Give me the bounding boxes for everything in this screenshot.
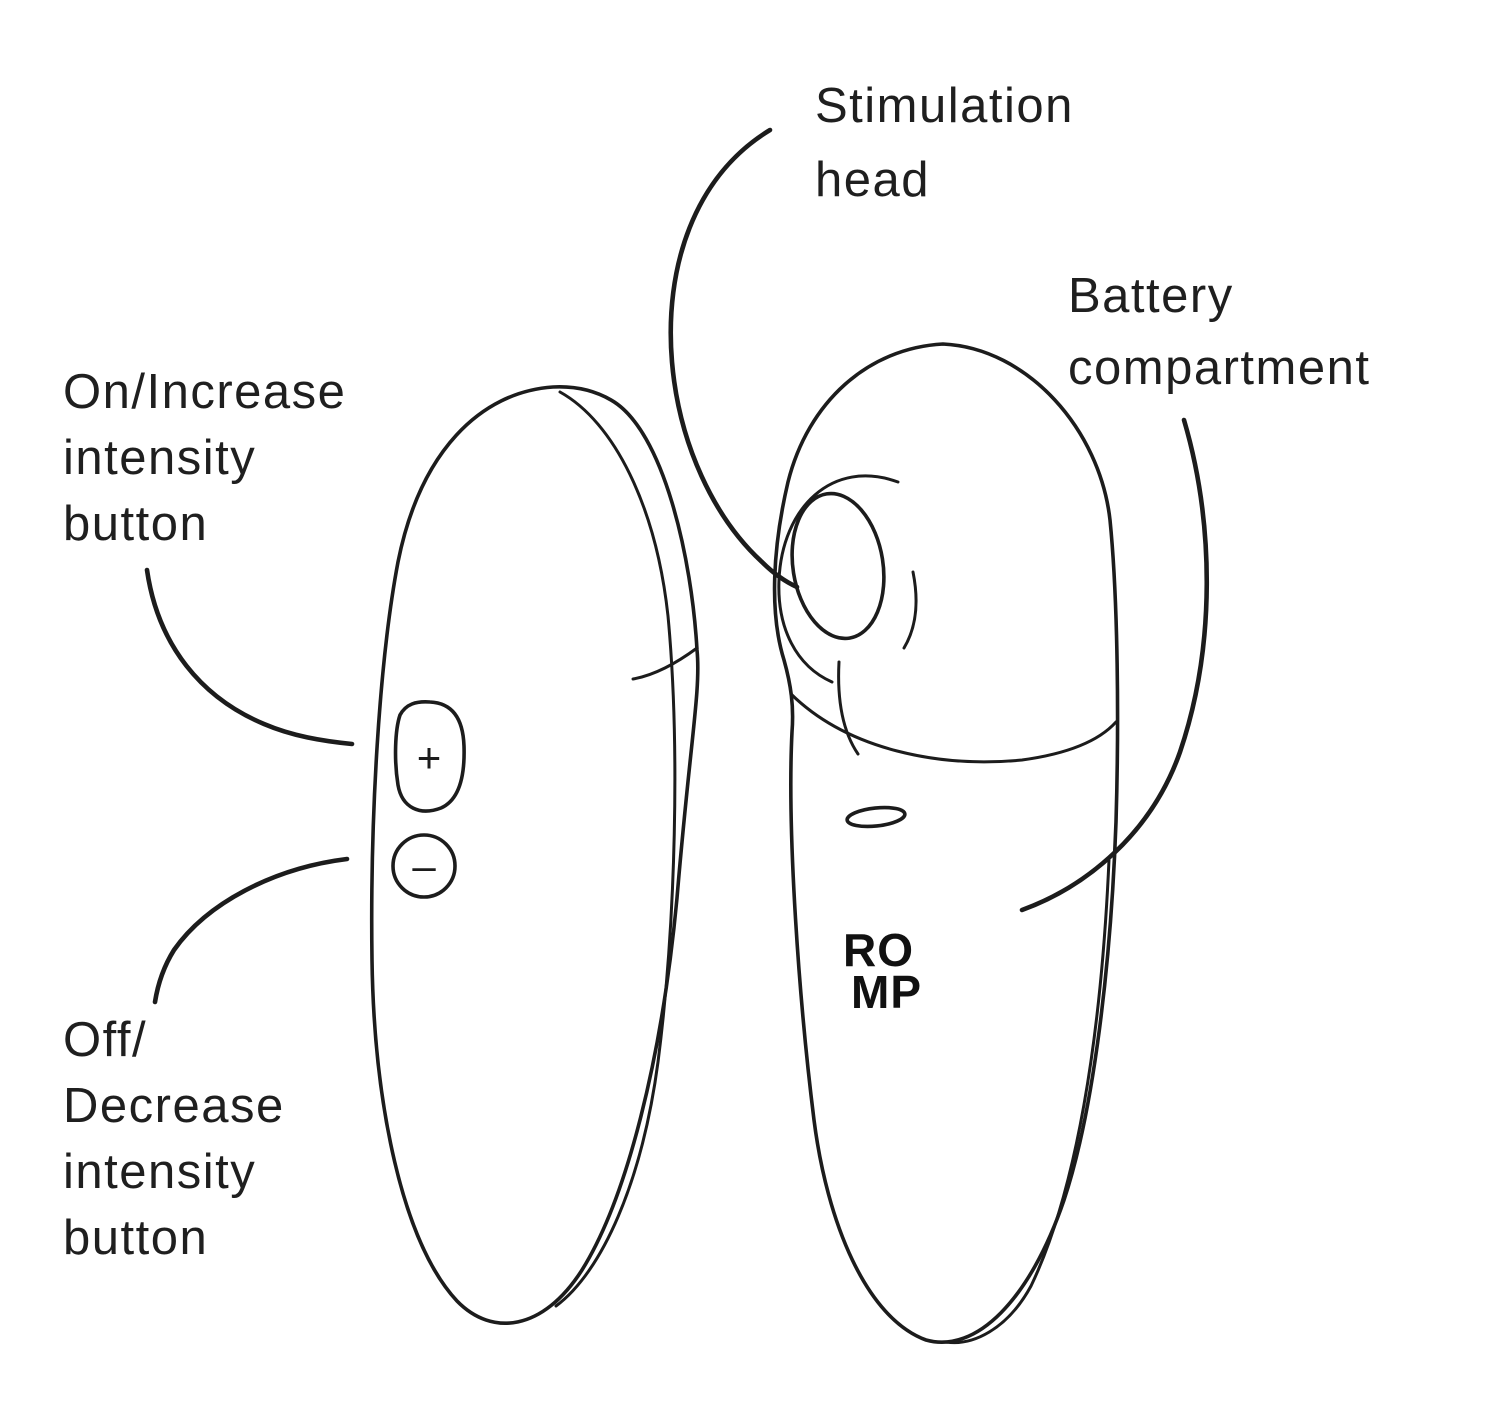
leader-off-decrease xyxy=(152,856,350,1005)
label-on-increase-line1: On/Increase xyxy=(63,365,346,419)
label-stimulation-head: Stimulation head xyxy=(815,79,1074,207)
opening-ellipse xyxy=(790,491,886,641)
side-view-crease xyxy=(631,646,699,681)
opening-rim-arc-right xyxy=(902,570,918,650)
opening-rim-arc-left xyxy=(777,474,900,684)
label-battery-compartment-line1: Battery xyxy=(1068,269,1234,323)
label-battery-compartment-line2: compartment xyxy=(1068,341,1370,395)
device-front-view: RO MP xyxy=(772,342,1120,1345)
label-stimulation-head-line1: Stimulation xyxy=(815,79,1074,133)
label-off-decrease-line3: intensity xyxy=(63,1145,256,1199)
leader-stimulation-head xyxy=(668,127,800,590)
labels: Stimulation head Battery compartment On/… xyxy=(63,79,1370,1265)
side-view-inner-contour xyxy=(554,390,677,1308)
side-view-outline xyxy=(369,385,700,1325)
leader-on-increase xyxy=(144,567,355,747)
front-view-outline xyxy=(772,342,1120,1344)
brand-line-1: RO xyxy=(843,924,914,976)
head-body-crease xyxy=(789,692,1118,764)
label-off-decrease: Off/ Decrease intensity button xyxy=(63,1013,285,1265)
front-view-right-edge-line xyxy=(944,858,1111,1345)
label-on-increase-line2: intensity xyxy=(63,431,256,485)
opening-lower-contour xyxy=(837,660,860,756)
decrease-button-shape xyxy=(391,833,457,899)
label-off-decrease-line4: button xyxy=(63,1211,208,1265)
label-on-increase-line3: button xyxy=(63,497,208,551)
stimulation-head-opening xyxy=(777,474,918,756)
brand-logo: RO MP xyxy=(843,924,922,1018)
decrease-intensity-button: – xyxy=(391,833,457,899)
brand-line-2: MP xyxy=(851,966,922,1018)
battery-slot xyxy=(845,805,907,829)
label-stimulation-head-line2: head xyxy=(815,153,930,207)
increase-intensity-button: + xyxy=(393,700,466,813)
minus-glyph: – xyxy=(412,842,436,889)
increase-button-shape xyxy=(393,700,466,813)
label-off-decrease-line1: Off/ xyxy=(63,1013,147,1067)
label-battery-compartment: Battery compartment xyxy=(1068,269,1370,395)
leader-battery-compartment xyxy=(1019,417,1210,913)
plus-glyph: + xyxy=(417,734,442,781)
label-off-decrease-line2: Decrease xyxy=(63,1079,285,1133)
label-on-increase: On/Increase intensity button xyxy=(63,365,346,551)
leader-lines xyxy=(144,127,1210,1005)
device-side-view: + – xyxy=(369,385,700,1325)
